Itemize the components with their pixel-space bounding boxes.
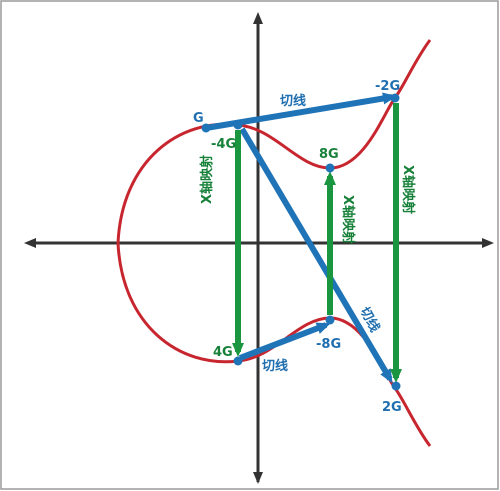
point-neg8g — [325, 315, 335, 325]
label-tangent-top: 切线 — [280, 93, 306, 109]
label-x-reflection-middle: X轴映射 — [340, 195, 356, 244]
point-g — [201, 123, 211, 133]
label-g: G — [193, 111, 204, 126]
point-neg4g — [233, 120, 243, 130]
point-neg2g — [390, 93, 400, 103]
tangent-line-bottom — [238, 322, 331, 361]
label-neg4g: -4G — [211, 137, 236, 152]
curve-loop — [116, 122, 239, 364]
label-4g: 4G — [213, 345, 233, 360]
label-tangent-bottom: 切线 — [262, 358, 288, 374]
point-2g — [391, 381, 401, 391]
label-2g: 2G — [382, 400, 402, 415]
point-8g — [325, 163, 335, 173]
label-x-reflection-left: X轴映射 — [199, 155, 215, 204]
tangent-line-diagonal — [239, 127, 393, 384]
point-4g — [233, 356, 243, 366]
label-neg2g: -2G — [375, 79, 400, 94]
label-8g: 8G — [319, 147, 339, 162]
curve-upper-branch — [237, 39, 432, 170]
label-x-reflection-right: X轴映射 — [400, 165, 416, 214]
label-neg8g: -8G — [316, 337, 341, 352]
